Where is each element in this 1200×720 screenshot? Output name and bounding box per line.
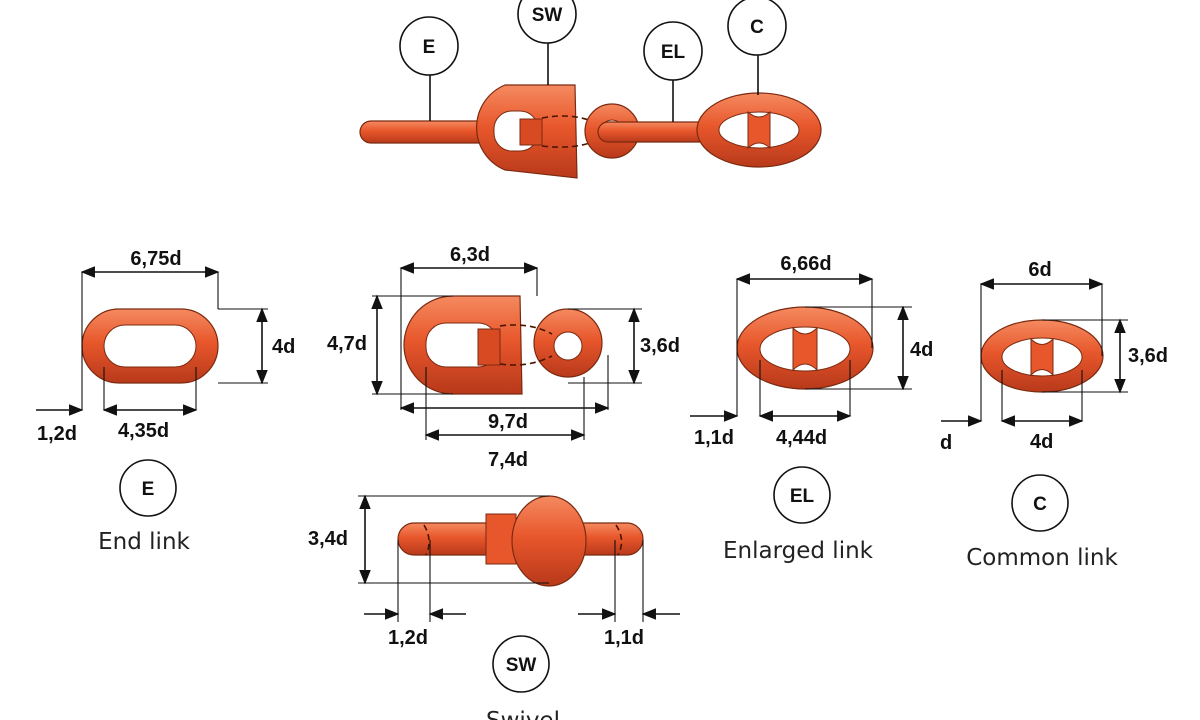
overview-tag-swivel-label: SW xyxy=(532,5,563,26)
common-link-caption: Common link xyxy=(966,545,1118,571)
overview-chain: E SW EL C xyxy=(359,0,822,179)
swivel-side-height-label: 3,4d xyxy=(308,528,348,550)
swivel-side-panel: 3,4d 1,2d 1,1d SW Swivel xyxy=(308,494,680,720)
common-link-bar-label: d xyxy=(940,432,952,454)
overview-tag-common: C xyxy=(727,0,787,56)
swivel-top-panel: 6,3d 4,7d 3,6d 9,7d 7,4d xyxy=(327,244,680,471)
end-link-shape xyxy=(81,308,219,384)
swivel-top-shape xyxy=(403,295,603,395)
enlarged-link-tag: EL xyxy=(790,486,815,507)
enlarged-link-panel: 6,66d 4d 1,1d 4,44d EL Enlarged link xyxy=(690,253,933,564)
swivel-top-inner-label: 9,7d xyxy=(488,411,528,433)
enlarged-link-bar-label: 1,1d xyxy=(694,427,734,449)
end-link-bar-label: 1,2d xyxy=(37,423,77,445)
swivel-top-overall-label: 7,4d xyxy=(488,449,528,471)
swivel-top-width-label: 6,3d xyxy=(450,244,490,266)
overview-tag-end: E xyxy=(399,16,459,76)
swivel-top-height-right-label: 3,6d xyxy=(640,335,680,357)
enlarged-link-shape xyxy=(736,306,874,390)
swivel-top-height-left-label: 4,7d xyxy=(327,333,367,355)
swivel-side-right-bar-label: 1,1d xyxy=(604,627,644,649)
swivel-side-left-bar-label: 1,2d xyxy=(388,627,428,649)
overview-tag-common-label: C xyxy=(750,17,764,38)
overview-common-link xyxy=(696,92,822,168)
common-link-tag: C xyxy=(1033,494,1047,515)
end-link-caption: End link xyxy=(98,529,190,555)
common-link-height-label: 3,6d xyxy=(1128,345,1168,367)
enlarged-link-caption: Enlarged link xyxy=(723,538,874,564)
end-link-height-label: 4d xyxy=(272,336,295,358)
swivel-tag: SW xyxy=(506,655,537,676)
end-link-panel: 6,75d 4d 1,2d 4,35d E End link xyxy=(36,248,295,555)
overview-tag-swivel: SW xyxy=(517,0,577,44)
overview-tag-end-label: E xyxy=(423,37,436,58)
common-link-length-label: 6d xyxy=(1028,259,1051,281)
swivel-caption: Swivel xyxy=(486,708,560,720)
enlarged-link-height-label: 4d xyxy=(910,339,933,361)
overview-tag-enlarged-label: EL xyxy=(661,42,686,63)
end-link-inner-label: 4,35d xyxy=(118,420,169,442)
overview-tag-enlarged: EL xyxy=(643,21,703,81)
common-link-inner-label: 4d xyxy=(1030,431,1053,453)
swivel-side-shape xyxy=(397,495,644,587)
common-link-shape xyxy=(980,319,1104,393)
enlarged-link-inner-label: 4,44d xyxy=(776,427,827,449)
common-link-panel: 6d 3,6d d 4d C Common link xyxy=(940,259,1168,571)
end-link-tag: E xyxy=(142,479,155,500)
end-link-length-label: 6,75d xyxy=(130,248,181,270)
enlarged-link-length-label: 6,66d xyxy=(780,253,831,275)
